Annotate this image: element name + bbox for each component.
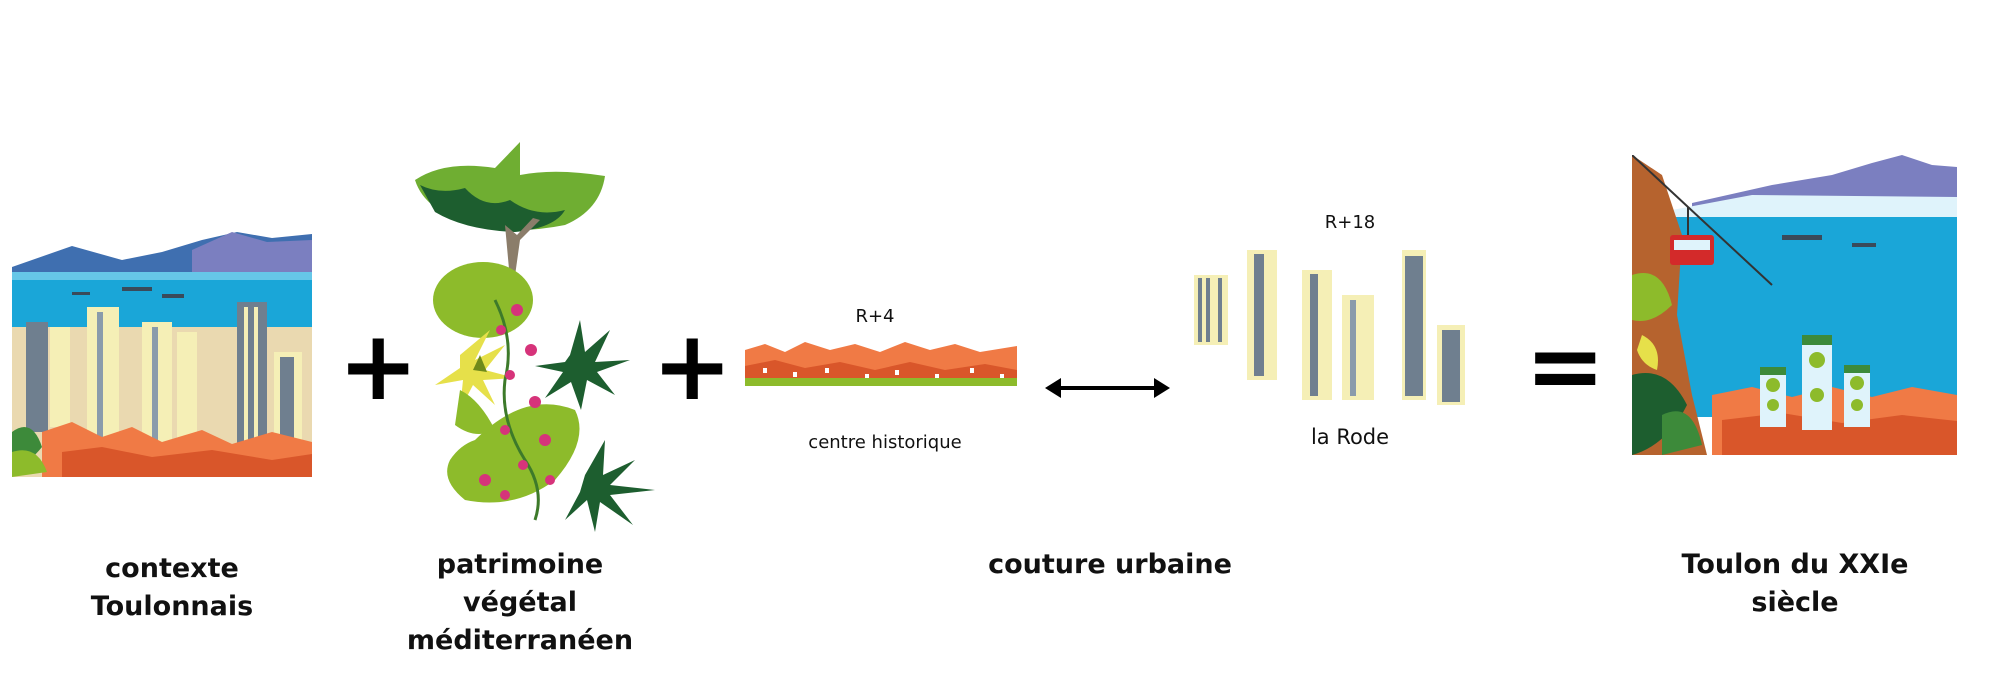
- context-caption-line-2: Toulonnais: [90, 591, 254, 622]
- historic-center-label: centre historique: [808, 432, 962, 453]
- vegetal-caption-line-2: végétal: [463, 587, 577, 618]
- rode-height-label: R+18: [1324, 212, 1376, 233]
- context-illustration: [12, 232, 312, 477]
- equals-icon: =: [1525, 310, 1606, 422]
- context-caption-line-1: contexte: [105, 553, 239, 584]
- plus-icon: +: [652, 310, 733, 422]
- historic-center-illustration: [745, 338, 1017, 386]
- seam-caption: couture urbaine: [988, 549, 1232, 580]
- vegetal-caption: patrimoine végétal méditerranéen: [400, 546, 640, 660]
- la-rode-towers-illustration: [1192, 250, 1472, 410]
- future-toulon-illustration: [1632, 155, 1957, 455]
- la-rode-label: la Rode: [1310, 425, 1390, 449]
- future-toulon-caption: Toulon du XXIe siècle: [1665, 546, 1925, 622]
- double-arrow-icon: [1045, 376, 1170, 400]
- vegetal-illustration: [405, 140, 665, 535]
- vegetal-caption-line-1: patrimoine: [436, 549, 604, 580]
- context-caption: contexte Toulonnais: [72, 550, 272, 626]
- vegetal-caption-line-3: méditerranéen: [406, 625, 634, 656]
- historic-height-label: R+4: [855, 306, 895, 327]
- future-toulon-caption-line-2: siècle: [1751, 587, 1839, 618]
- future-toulon-caption-line-1: Toulon du XXIe: [1681, 549, 1909, 580]
- plus-icon: +: [338, 310, 419, 422]
